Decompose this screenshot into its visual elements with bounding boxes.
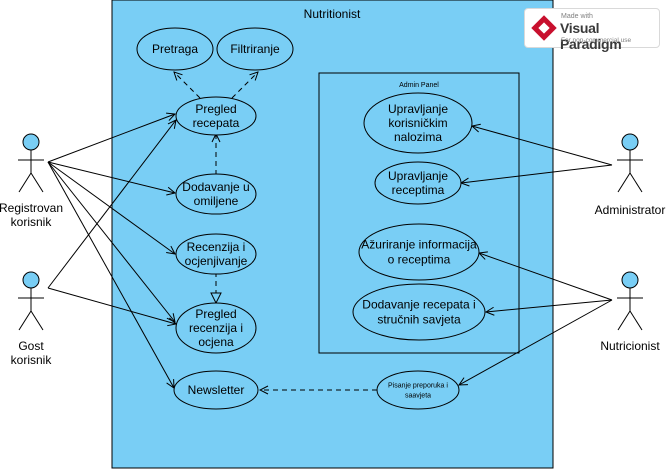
label-line: stručnih savjeta [377, 313, 461, 327]
actor-administrator[interactable] [617, 133, 643, 193]
actor-guest-user[interactable] [18, 271, 44, 331]
label-line: ocjenjivanje [185, 254, 248, 268]
dep-browse-to-filtering [231, 72, 258, 99]
use-case-filtering-label: Filtriranje [230, 42, 280, 56]
assoc-nutritionist-add-recipes [486, 299, 613, 312]
visual-paradigm-badge: Made with Visual Paradigm For non-commer… [524, 8, 660, 52]
actor-administrator-label: Administrator [595, 203, 666, 217]
assoc-registered-browse-reviews [47, 161, 175, 322]
admin-panel-title: Admin Panel [399, 82, 439, 89]
label-line: receptima [392, 183, 445, 197]
label-line: Administrator [595, 203, 666, 217]
label-line: recenzija i [189, 321, 243, 335]
vp-made-with: Made with [561, 13, 593, 20]
use-case-filtering[interactable]: Filtriranje [216, 27, 294, 71]
label-line: Filtriranje [230, 42, 280, 56]
label-line: Dodavanje u [182, 180, 249, 194]
actor-registered-user[interactable] [18, 133, 44, 193]
use-case-search[interactable]: Pretraga [136, 27, 214, 71]
visual-paradigm-logo-icon [531, 15, 557, 41]
label-line: Pregled [195, 102, 236, 116]
label-line: recepata [193, 116, 240, 130]
vp-brand: Visual Paradigm [560, 20, 622, 52]
label-line: omiljene [194, 194, 239, 208]
label-line: ocjena [198, 335, 234, 349]
label-line: Dodavanje recepata i [362, 298, 475, 312]
dep-browse-to-search [174, 72, 201, 99]
assoc-registered-newsletter [47, 161, 174, 388]
vp-note: For non-commercial use [561, 37, 632, 44]
label-line: korisničkim [388, 116, 447, 130]
admin-panel-boundary [318, 72, 520, 354]
system-title: Nutritionist [304, 7, 361, 21]
assoc-guest-browse-recipes [47, 120, 176, 289]
assoc-nutritionist-write-recommendations [459, 299, 613, 385]
use-case-write-recommendations-label: Pisanje preporuka i saavjeta [388, 382, 448, 399]
label-line: o receptima [388, 253, 451, 267]
label-line: saavjeta [405, 392, 431, 399]
assoc-admin-manage-accounts [472, 126, 613, 166]
actor-nutritionist-label: Nutricionist [600, 339, 660, 353]
use-case-write-recommendations[interactable]: Pisanje preporuka i saavjeta [376, 370, 460, 410]
assoc-nutritionist-update-info [479, 253, 613, 301]
label-line: Registrovan [0, 201, 63, 215]
label-line: Nutricionist [600, 339, 660, 353]
assoc-registered-add-favorites [47, 161, 175, 193]
actor-nutritionist[interactable] [617, 271, 643, 331]
label-line: korisnik [11, 353, 53, 367]
label-line: Upravljanje [388, 169, 448, 183]
label-line: Ažuriranje informacija [361, 238, 477, 252]
use-case-search-label: Pretraga [152, 42, 198, 56]
label-line: korisnik [11, 215, 53, 229]
relationship-lines [47, 72, 613, 390]
use-case-newsletter[interactable]: Newsletter [173, 370, 259, 410]
use-case-newsletter-label: Newsletter [188, 383, 245, 397]
label-line: Gost [18, 339, 44, 353]
assoc-admin-manage-recipes [461, 164, 613, 183]
label-line: Recenzija i [187, 240, 246, 254]
assoc-guest-browse-reviews [47, 287, 176, 324]
label-line: Upravljanje [388, 102, 448, 116]
assoc-registered-browse-recipes [47, 114, 175, 163]
label-line: Pisanje preporuka i [388, 382, 448, 389]
label-line: Pretraga [152, 42, 198, 56]
label-line: Pregled [195, 307, 236, 321]
label-line: Newsletter [188, 383, 245, 397]
assoc-registered-review [47, 161, 175, 254]
label-line: nalozima [394, 130, 442, 144]
